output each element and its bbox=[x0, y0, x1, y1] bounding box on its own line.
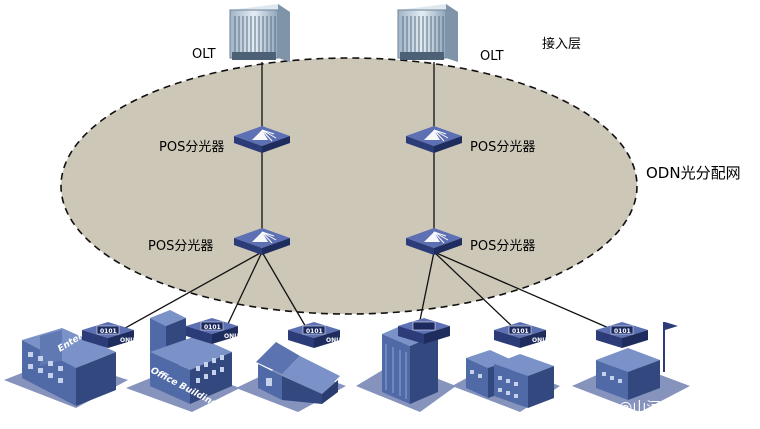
fiber-links bbox=[117, 62, 619, 335]
watermark: CSDN @山河不见老 bbox=[574, 400, 702, 416]
olt-label-left: OLT bbox=[192, 47, 216, 62]
olt-device-left bbox=[229, 3, 291, 63]
building-house bbox=[236, 342, 346, 412]
svg-text:0101: 0101 bbox=[512, 328, 529, 335]
svg-text:0101: 0101 bbox=[100, 328, 117, 335]
onu-device-5: 0101 ONU bbox=[493, 321, 547, 349]
onu-device-6: 0101 bbox=[595, 321, 649, 349]
splitter-label-top-right: POS分光器 bbox=[470, 140, 535, 155]
svg-text:ONU: ONU bbox=[326, 337, 341, 344]
splitter-label-mid-left: POS分光器 bbox=[148, 239, 213, 254]
odn-ellipse bbox=[60, 57, 638, 315]
splitter-label-top-left: POS分光器 bbox=[159, 140, 224, 155]
access-layer-label: 接入层 bbox=[542, 36, 581, 52]
onu-device-2: 0101 ONU bbox=[185, 317, 239, 345]
building-school bbox=[572, 322, 690, 412]
splitter-label-mid-right: POS分光器 bbox=[470, 239, 535, 254]
odn-label: ODN光分配网 bbox=[646, 164, 741, 182]
svg-text:ONU: ONU bbox=[532, 337, 547, 344]
olt-label-right: OLT bbox=[480, 49, 504, 64]
olt-device-right bbox=[397, 3, 459, 63]
svg-text:ONU: ONU bbox=[224, 333, 239, 340]
onu-device-1: 0101 ONU bbox=[81, 321, 135, 349]
building-apartments bbox=[452, 350, 560, 412]
svg-text:0101: 0101 bbox=[614, 328, 631, 335]
building-office: Office Building bbox=[126, 310, 240, 412]
svg-text:0101: 0101 bbox=[306, 328, 323, 335]
svg-text:ONU: ONU bbox=[120, 337, 135, 344]
svg-text:0101: 0101 bbox=[204, 324, 221, 331]
onu-device-3: 0101 ONU bbox=[287, 321, 341, 349]
